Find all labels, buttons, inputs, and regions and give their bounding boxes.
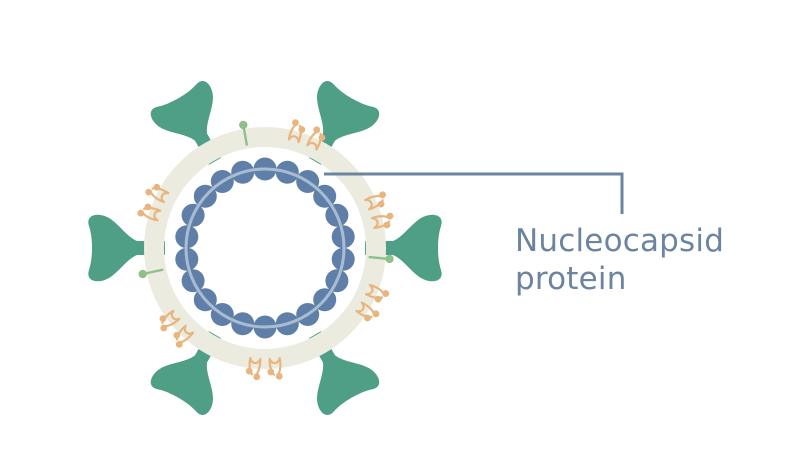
membrane-protein-icon: [145, 183, 170, 204]
membrane-proteins: [137, 119, 394, 381]
envelope-protein-icon: [368, 254, 394, 264]
membrane-protein-icon: [306, 126, 326, 151]
membrane-protein-icon: [287, 119, 306, 144]
label-line-1: Nucleocapsid: [515, 223, 725, 259]
envelope-proteins: [138, 120, 394, 279]
membrane-protein-icon: [245, 357, 262, 381]
membrane-protein-icon: [173, 324, 195, 348]
membrane-protein-icon: [267, 357, 283, 380]
membrane-protein-icon: [370, 212, 394, 230]
membrane-protein-icon: [364, 283, 390, 303]
label-line-2: protein: [515, 261, 627, 297]
envelope-protein-icon: [239, 120, 249, 146]
nucleocapsid-protein-label: Nucleocapsid protein: [515, 222, 785, 298]
membrane-protein-icon: [364, 191, 386, 211]
membrane-protein-icon: [137, 203, 162, 222]
spike-protein-icon: [88, 214, 165, 282]
envelope-protein-icon: [138, 268, 164, 279]
membrane-protein-icon: [159, 309, 181, 332]
callout-line: [324, 172, 624, 214]
membrane-protein-icon: [355, 301, 380, 322]
nucleocapsid-ring: [175, 157, 355, 339]
viral-envelope: [144, 127, 386, 369]
spike-protein-icon: [365, 214, 442, 282]
